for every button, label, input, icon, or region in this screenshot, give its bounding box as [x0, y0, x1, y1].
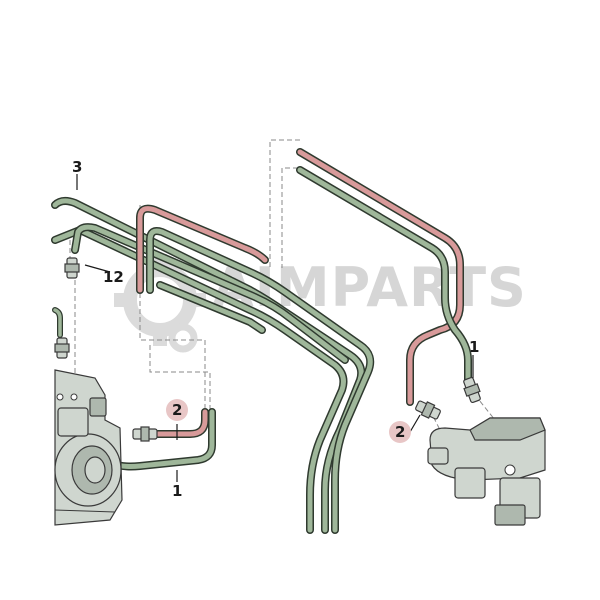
- small-gear-icon: [168, 323, 198, 353]
- fitting-right-2: [415, 400, 441, 420]
- watermark-text: AIMPARTS: [212, 256, 527, 319]
- left-brake-component: [54, 369, 123, 526]
- right-master-cylinder: [427, 417, 546, 526]
- upper-pipe-pair: [296, 148, 472, 406]
- leader-lines: [76, 174, 474, 482]
- watermark: AIMPARTS: [114, 254, 527, 353]
- callout-highlight-right: [389, 421, 411, 443]
- fitting-left-2: [132, 426, 158, 442]
- callout-2-left: 2: [172, 401, 182, 419]
- callout-1-right: 1: [469, 338, 479, 356]
- callout-2-right: 2: [395, 423, 405, 441]
- fitting-left-mid: [54, 337, 70, 359]
- fitting-left-12: [64, 257, 80, 279]
- callout-1-left: 1: [172, 482, 182, 500]
- callout-highlight-left: [166, 399, 188, 421]
- main-pipe-bundle: [51, 196, 375, 534]
- fitting-right-1: [463, 376, 481, 404]
- callout-3: 3: [72, 158, 82, 176]
- callout-12: 12: [103, 268, 124, 286]
